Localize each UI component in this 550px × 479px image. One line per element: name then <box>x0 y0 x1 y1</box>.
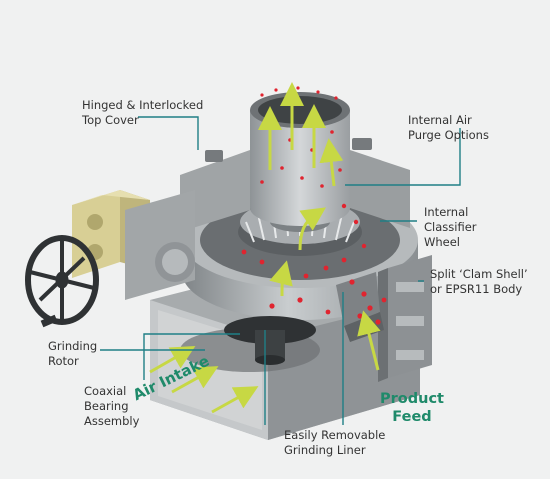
label-hinged-line-2: Top Cover <box>82 113 139 127</box>
label-air-purge-line-1: Internal Air <box>408 113 472 127</box>
label-hinged-top-cover: Hinged & Interlocked Top Cover <box>82 98 203 128</box>
drive-gearbox <box>72 190 195 300</box>
label-coaxial-bearing: Coaxial Bearing Assembly <box>84 384 139 429</box>
label-classifier-wheel: Internal Classifier Wheel <box>424 205 477 250</box>
label-classifier-line-1: Internal <box>424 205 469 219</box>
leader-lines <box>100 116 461 425</box>
label-bearing-line-2: Bearing <box>84 399 129 413</box>
label-hinged-line-1: Hinged & Interlocked <box>82 98 204 112</box>
label-clam-shell-line-1: Split ‘Clam Shell’ <box>430 267 528 281</box>
label-clam-shell-line-2: or EPSR11 Body <box>430 282 523 296</box>
label-product-feed-line-2: Feed <box>392 409 432 425</box>
handwheel <box>25 235 99 328</box>
air-flow-arrows <box>149 82 381 414</box>
grinding-rotor <box>224 316 316 365</box>
clam-shell-body <box>378 255 432 382</box>
label-liner-line-1: Easily Removable <box>284 428 386 442</box>
label-classifier-line-3: Wheel <box>424 235 461 249</box>
label-classifier-line-2: Classifier <box>424 220 477 234</box>
label-air-purge: Internal Air Purge Options <box>408 113 489 143</box>
label-bearing-line-1: Coaxial <box>84 384 127 398</box>
label-grinding-liner: Easily Removable Grinding Liner <box>284 428 385 458</box>
label-air-purge-line-2: Purge Options <box>408 128 489 142</box>
label-rotor-line-1: Grinding <box>48 339 98 353</box>
label-product-feed-line-1: Product <box>380 391 444 407</box>
label-rotor-line-2: Rotor <box>48 354 79 368</box>
label-clam-shell: Split ‘Clam Shell’ or EPSR11 Body <box>430 267 528 297</box>
label-grinding-rotor: Grinding Rotor <box>48 339 97 369</box>
label-liner-line-2: Grinding Liner <box>284 443 366 457</box>
label-product-feed: Product Feed <box>380 390 444 426</box>
top-cover <box>180 92 410 232</box>
label-bearing-line-3: Assembly <box>84 414 140 428</box>
